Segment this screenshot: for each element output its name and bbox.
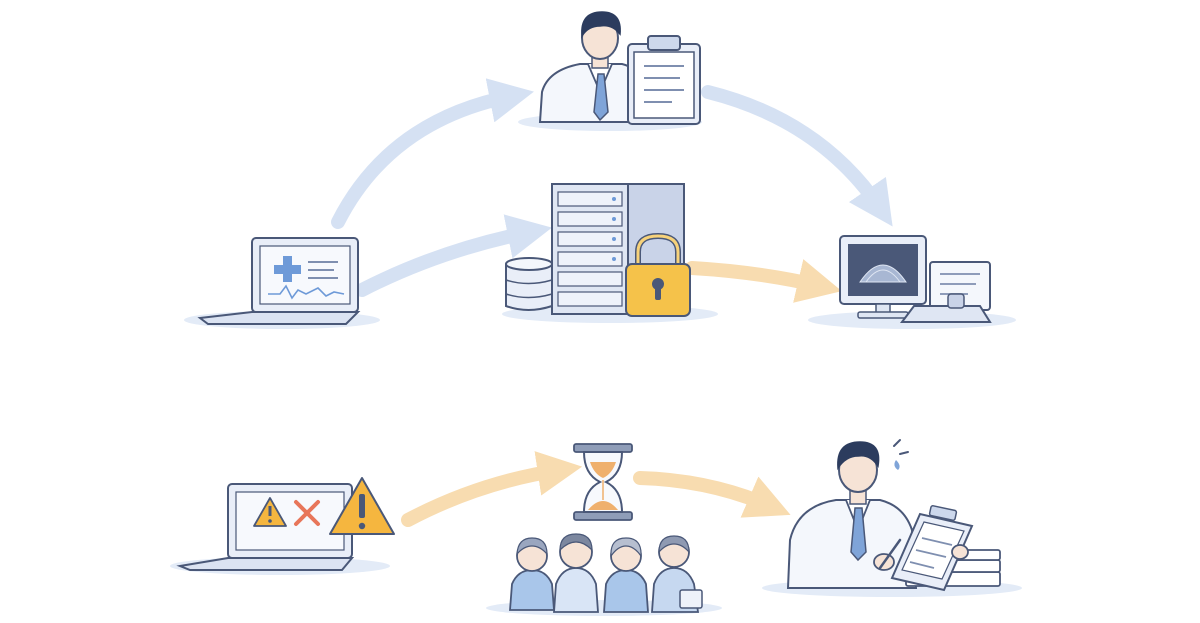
hourglass-with-patients-icon	[486, 443, 722, 616]
arrows	[331, 78, 893, 527]
server-with-padlock-icon	[502, 183, 718, 323]
patient-figure	[603, 537, 649, 613]
arrow-laptop-to-server	[355, 214, 552, 297]
patient-figure	[509, 537, 555, 611]
arrow-error-to-waiting	[401, 451, 583, 527]
patient-figure	[651, 535, 703, 613]
laptop-warning-icon	[170, 477, 395, 575]
hourglass-icon	[573, 443, 633, 521]
patient-figure	[553, 533, 599, 613]
laptop-medical-cross-icon	[184, 237, 380, 329]
arrow-server-to-imaging	[685, 259, 842, 303]
stressed-doctor-paperwork-icon	[762, 439, 1022, 597]
arrow-waiting-to-doctor	[633, 471, 791, 518]
arrow-laptop-to-physician	[331, 78, 534, 229]
ultrasound-monitor-icon	[808, 235, 1016, 329]
arrow-physician-to-imaging	[701, 85, 893, 227]
doctor-with-clipboard-icon	[518, 11, 702, 131]
